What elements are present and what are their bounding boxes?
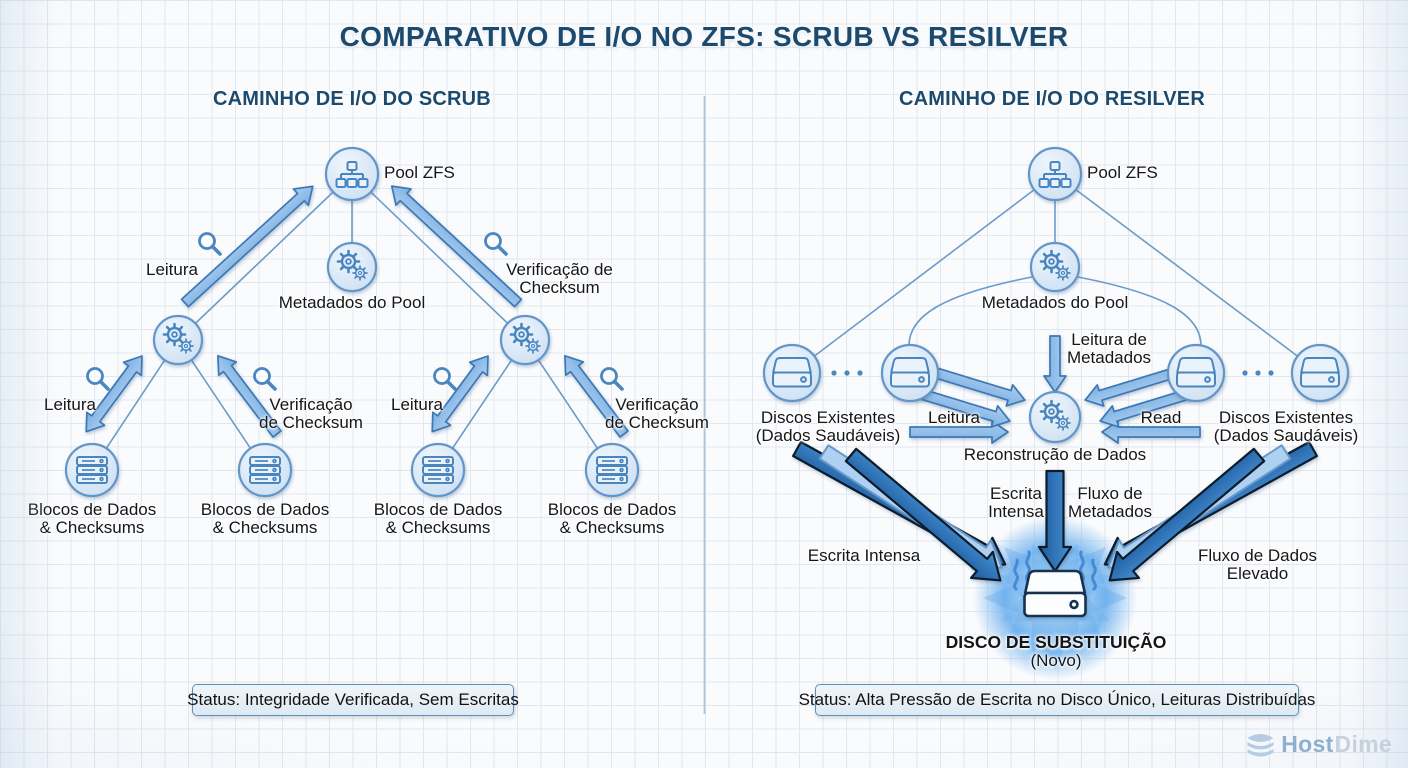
- scrub-pool-node: [324, 146, 380, 202]
- scrub-block-label-3: Blocos de Dados & Checksums: [373, 500, 503, 537]
- scrub-read-arrow-right: [431, 355, 489, 433]
- metadata-flow-label: Fluxo de Metadados: [1067, 484, 1153, 521]
- metadata-read-arrow: [1043, 335, 1067, 393]
- read-right-label: Read: [1140, 408, 1182, 427]
- server-stack-icon: [249, 456, 281, 484]
- resilver-heavy-arrows: [792, 440, 1318, 582]
- hdd-icon: [772, 357, 812, 388]
- scrub-checksum-arrow-right: [564, 354, 629, 438]
- resilver-pool-label: Pool ZFS: [1087, 163, 1158, 182]
- brand-host-text: Host: [1281, 730, 1334, 757]
- disk-read-arrow-left-1: [930, 366, 1026, 407]
- resilver-status-box: Status: Alta Pressão de Escrita no Disco…: [799, 684, 1315, 716]
- scrub-arrows: [85, 185, 629, 438]
- brand-dime-text: Dime: [1334, 730, 1392, 757]
- server-stack-icon: [76, 456, 108, 484]
- scrub-read-arrow-left: [85, 355, 143, 433]
- resilver-status-text: Status: Alta Pressão de Escrita no Disco…: [798, 690, 1316, 709]
- ellipsis-dots: [831, 370, 1274, 376]
- hdd-icon: [1176, 357, 1216, 388]
- scrub-metadata-node: [326, 241, 378, 293]
- scrub-block-node-3: [410, 442, 466, 498]
- disks-left-label: Discos Existentes (Dados Saudáveis): [755, 408, 901, 445]
- hdd-icon: [890, 357, 930, 388]
- write-left-label: Escrita Intensa: [807, 546, 921, 565]
- resilver-disk-node-2: [880, 343, 940, 403]
- layers-icon: [1247, 734, 1274, 757]
- magnifier-icon: [483, 231, 508, 256]
- magnifier-icon: [599, 366, 624, 391]
- replacement-disk-label: DISCO DE SUBSTITUIÇÃO: [945, 632, 1167, 652]
- scrub-read-arrow-top: [180, 185, 314, 308]
- scrub-processing-node-left: [152, 314, 204, 366]
- scrub-block-label-4: Blocos de Dados & Checksums: [547, 500, 677, 537]
- magnifier-icon: [85, 366, 110, 391]
- replacement-hdd-icon: [1023, 569, 1087, 618]
- reconstruction-label: Reconstrução de Dados: [963, 445, 1147, 464]
- scrub-read-label-left: Leitura: [44, 395, 96, 414]
- metadata-read-label: Leitura de Metadados: [1066, 330, 1152, 367]
- resilver-pool-node: [1027, 146, 1083, 202]
- data-flow-label: Fluxo de Dados Elevado: [1197, 546, 1318, 583]
- disk-read-arrow-left-2: [915, 387, 1011, 428]
- write-center-label: Escrita Intensa: [988, 484, 1044, 521]
- server-stack-icon: [422, 456, 454, 484]
- scrub-processing-node-right: [499, 314, 551, 366]
- scrub-pool-label: Pool ZFS: [384, 163, 455, 182]
- scrub-connector-lines: [91, 173, 613, 471]
- scrub-metadata-label: Metadados do Pool: [278, 293, 426, 312]
- scrub-nodes: [64, 146, 640, 498]
- scrub-checksum-arrow-top: [390, 185, 523, 308]
- scrub-block-node-4: [584, 442, 640, 498]
- scrub-checksum-label-top: Verificação de Checksum: [506, 260, 613, 297]
- magnifier-icon: [252, 366, 277, 391]
- resilver-subtitle: CAMINHO DE I/O DO RESILVER: [899, 88, 1205, 110]
- resilver-metadata-node: [1029, 241, 1081, 293]
- resilver-light-arrows: [909, 335, 1201, 444]
- scrub-read-label-top: Leitura: [146, 260, 198, 279]
- resilver-reconstruction-node: [1028, 390, 1082, 444]
- write-arrow-left-inner: [844, 447, 1002, 582]
- resilver-disk-node-4: [1290, 343, 1350, 403]
- server-stack-icon: [596, 456, 628, 484]
- write-arrow-center: [1037, 469, 1073, 573]
- scrub-status-text: Status: Integridade Verificada, Sem Escr…: [187, 690, 519, 709]
- read-left-label: Leitura: [928, 408, 980, 427]
- resilver-disk-node-1: [762, 343, 822, 403]
- resilver-nodes: [762, 146, 1350, 444]
- resilver-disk-node-3: [1166, 343, 1226, 403]
- scrub-checksum-label-right: Verificação de Checksum: [605, 395, 709, 432]
- hdd-icon: [1300, 357, 1340, 388]
- heat-waves-icon: [1013, 550, 1097, 591]
- scrub-checksum-label-left: Verificação de Checksum: [259, 395, 363, 432]
- scrub-block-node-1: [64, 442, 120, 498]
- scrub-block-label-2: Blocos de Dados & Checksums: [200, 500, 330, 537]
- write-arrow-right-inner: [1108, 447, 1266, 582]
- disks-right-label: Discos Existentes (Dados Saudáveis): [1213, 408, 1359, 445]
- scrub-checksum-arrow-left: [217, 354, 282, 438]
- resilver-metadata-label: Metadados do Pool: [981, 293, 1129, 312]
- page-title: COMPARATIVO DE I/O NO ZFS: SCRUB VS RESI…: [339, 21, 1069, 52]
- scrub-block-label-1: Blocos de Dados & Checksums: [27, 500, 157, 537]
- replacement-disk-sub-label: (Novo): [1030, 651, 1082, 670]
- scrub-subtitle: CAMINHO DE I/O DO SCRUB: [213, 88, 491, 110]
- magnifier-icon: [432, 366, 457, 391]
- scrub-status-box: Status: Integridade Verificada, Sem Escr…: [187, 684, 519, 716]
- scrub-block-node-2: [237, 442, 293, 498]
- magnifier-icon: [197, 231, 222, 256]
- scrub-read-label-right: Leitura: [391, 395, 443, 414]
- disk-read-arrow-right-1: [1084, 366, 1180, 407]
- read-arrow-right: [1101, 420, 1201, 444]
